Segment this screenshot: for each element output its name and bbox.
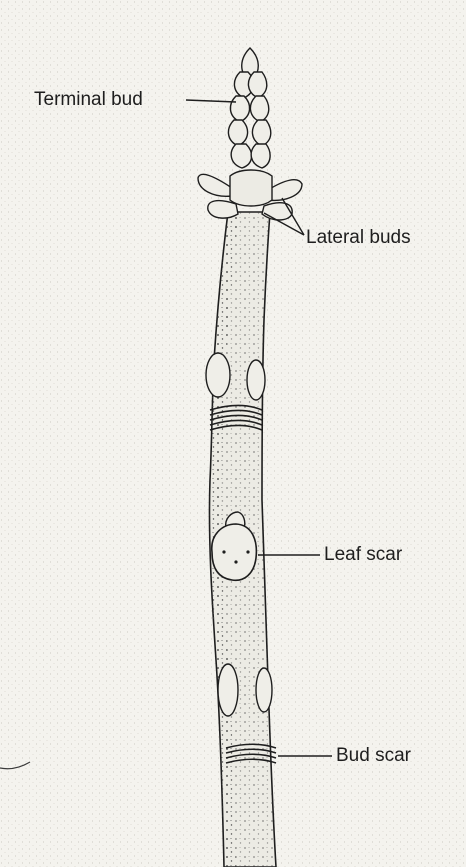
leaf-scar bbox=[212, 524, 257, 580]
node-bud-lower-right bbox=[256, 668, 272, 712]
node-bud-upper-right bbox=[247, 360, 265, 400]
node-bud-upper-left bbox=[206, 353, 230, 397]
lateral-bud-right-2 bbox=[262, 203, 292, 220]
lateral-bud-left-2 bbox=[208, 201, 238, 218]
terminal-node-collar bbox=[230, 170, 272, 206]
label-leaf-scar: Leaf scar bbox=[324, 545, 402, 564]
label-terminal-bud: Terminal bud bbox=[34, 90, 143, 109]
label-bud-scar: Bud scar bbox=[336, 746, 411, 765]
node-bud-lower-left bbox=[218, 664, 238, 716]
label-lateral-buds: Lateral buds bbox=[306, 228, 411, 247]
